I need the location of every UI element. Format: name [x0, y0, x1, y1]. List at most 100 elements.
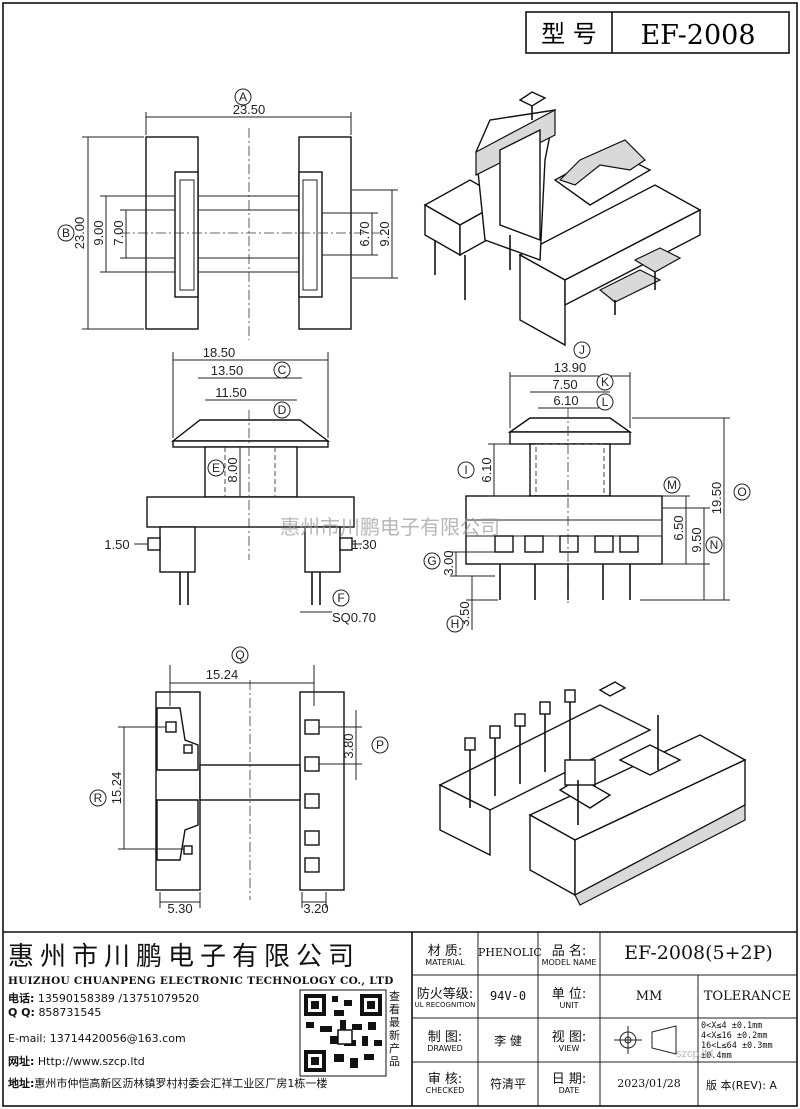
tolerance-row-1: 0<X≤4 ±0.1mm — [701, 1021, 763, 1031]
model-header: 型 号 EF-2008 — [525, 11, 790, 54]
dim-6-70: 6.70 — [357, 221, 372, 246]
projection-symbol — [614, 1025, 677, 1055]
dim-19-50: 19.50 — [709, 482, 724, 515]
web-label: 网址: — [8, 1055, 35, 1068]
company-name-en: HUIZHOU CHUANPENG ELECTRONIC TECHNOLOGY … — [8, 975, 394, 987]
dim-6-10-top: 6.10 — [553, 393, 578, 408]
dim-A-value: 23.50 — [233, 102, 266, 117]
unit-label-cn: 单 位: — [551, 987, 587, 1002]
label-C: C — [278, 363, 287, 377]
qr-caption: 查看最新产品 — [389, 990, 400, 1068]
qr-code — [299, 989, 387, 1077]
qq-value: 858731545 — [38, 1006, 102, 1019]
label-P: P — [376, 738, 384, 752]
email-value[interactable]: 13714420056@163.com — [49, 1032, 186, 1045]
fire-label-cn: 防火等级: — [416, 987, 474, 1002]
phone-label: 电话: — [8, 992, 35, 1005]
qq-line: Q Q: 858731545 — [8, 1006, 101, 1019]
date-label-cn: 日 期: — [551, 1072, 587, 1087]
drawn-label-cn: 制 图: — [427, 1030, 463, 1045]
view-side-left: 18.50 13.50 C 11.50 D 8.00 E 1.50 1.30 F… — [104, 345, 376, 625]
label-F: F — [337, 591, 344, 605]
address-label: 地址: — [8, 1077, 35, 1090]
label-M: M — [667, 478, 677, 492]
material-label-en: MATERIAL — [425, 958, 465, 967]
dim-6-10-side: 6.10 — [479, 457, 494, 482]
dim-7-50: 7.50 — [552, 377, 577, 392]
qq-label: Q Q: — [8, 1006, 35, 1019]
revision-value: A — [769, 1079, 777, 1092]
dim-3-20: 3.20 — [303, 901, 328, 916]
pname-value: EF-2008(5+2P) — [624, 942, 773, 964]
title-block-lines — [3, 931, 797, 1106]
date-value: 2023/01/28 — [617, 1077, 681, 1090]
view-front-top: 23.50 A 23.00 B 9.00 7.00 6.70 9.20 — [57, 88, 398, 340]
dim-5-30: 5.30 — [167, 901, 192, 916]
address-line: 地址:惠州市仲恺高新区沥林镇罗村村委会汇祥工业区厂房1栋一楼 — [8, 1075, 327, 1091]
dim-1-30: 1.30 — [351, 537, 376, 552]
type-label: 型 号 — [541, 20, 597, 48]
email-line: E-mail: 13714420056@163.com — [8, 1032, 186, 1045]
label-L: L — [602, 395, 609, 409]
label-G: G — [427, 554, 436, 568]
dim-1-50: 1.50 — [104, 537, 129, 552]
label-B: B — [62, 226, 70, 240]
address-value: 惠州市仲恺高新区沥林镇罗村村委会汇祥工业区厂房1栋一楼 — [34, 1077, 328, 1090]
view-front-right: 13.90 J 7.50 K 6.10 L 6.10 I 6.50 M 9.50… — [423, 341, 751, 633]
revision-label: 版 本(REV): — [706, 1079, 766, 1092]
checked-label-en: CHECKED — [425, 1086, 465, 1095]
drawn-value: 李 健 — [494, 1034, 522, 1048]
dim-3-00: 3.00 — [441, 550, 456, 575]
dim-6-50: 6.50 — [671, 515, 686, 540]
material-value: PHENOLIC — [478, 946, 542, 959]
label-R: R — [94, 791, 103, 805]
revision: 版 本(REV): A — [706, 1077, 777, 1093]
dim-15-24-h: 15.24 — [206, 667, 239, 682]
label-N: N — [710, 538, 719, 552]
fire-label-en: UL RECOGNITION — [414, 1001, 476, 1009]
pname-label-cn: 品 名: — [551, 944, 587, 959]
tolerance-row-2: 4<X≤16 ±0.2mm — [701, 1031, 768, 1041]
drawn-label-en: DRAWED — [427, 1044, 463, 1053]
dim-3-80: 3.80 — [341, 733, 356, 758]
date-label-en: DATE — [558, 1086, 580, 1095]
view-label-cn: 视 图: — [551, 1030, 587, 1045]
dim-sq0-70: SQ0.70 — [332, 610, 376, 625]
isometric-view-top — [423, 91, 702, 347]
label-K: K — [601, 375, 609, 389]
phone-value: 13590158389 /13751079520 — [37, 992, 200, 1005]
company-name-cn: 惠州市川鹏电子有限公司 — [8, 942, 361, 972]
site-watermark: szcp.ltd — [676, 1048, 714, 1060]
dim-9-20: 9.20 — [377, 221, 392, 246]
dim-15-24-v: 15.24 — [109, 772, 124, 805]
dim-13-90: 13.90 — [554, 360, 587, 375]
dim-9-50: 9.50 — [689, 527, 704, 552]
tolerance-row-3: 16<L≤64 ±0.3mm — [701, 1041, 773, 1051]
label-J: J — [579, 343, 585, 357]
web-value[interactable]: Http://www.szcp.ltd — [37, 1055, 145, 1068]
fire-value: 94V-0 — [489, 989, 527, 1003]
dim-7-00: 7.00 — [111, 220, 126, 245]
dim-9-00: 9.00 — [91, 220, 106, 245]
tolerance-row-4: ±0.4mm — [701, 1051, 732, 1061]
unit-value: MM — [635, 989, 663, 1004]
dim-13-50: 13.50 — [211, 363, 244, 378]
view-bottom: 15.24 Q 15.24 R 3.80 P 5.30 3.20 — [89, 646, 389, 916]
web-line: 网址: Http://www.szcp.ltd — [8, 1053, 145, 1069]
material-label-cn: 材 质: — [427, 944, 463, 959]
email-label: E-mail: — [8, 1032, 47, 1045]
dim-8-00: 8.00 — [225, 457, 240, 482]
pname-label-en: MODEL NAME — [541, 958, 597, 967]
isometric-view-bottom — [438, 681, 747, 906]
label-E: E — [212, 461, 220, 475]
label-A: A — [239, 90, 247, 104]
watermark: 惠州市川鹏电子有限公司 — [280, 515, 500, 539]
dim-18-50: 18.50 — [203, 345, 236, 360]
tolerance-label: TOLERANCE — [703, 989, 792, 1004]
label-Q: Q — [235, 648, 244, 662]
label-O: O — [737, 485, 746, 499]
label-H: H — [451, 617, 460, 631]
dim-11-50: 11.50 — [215, 385, 247, 400]
